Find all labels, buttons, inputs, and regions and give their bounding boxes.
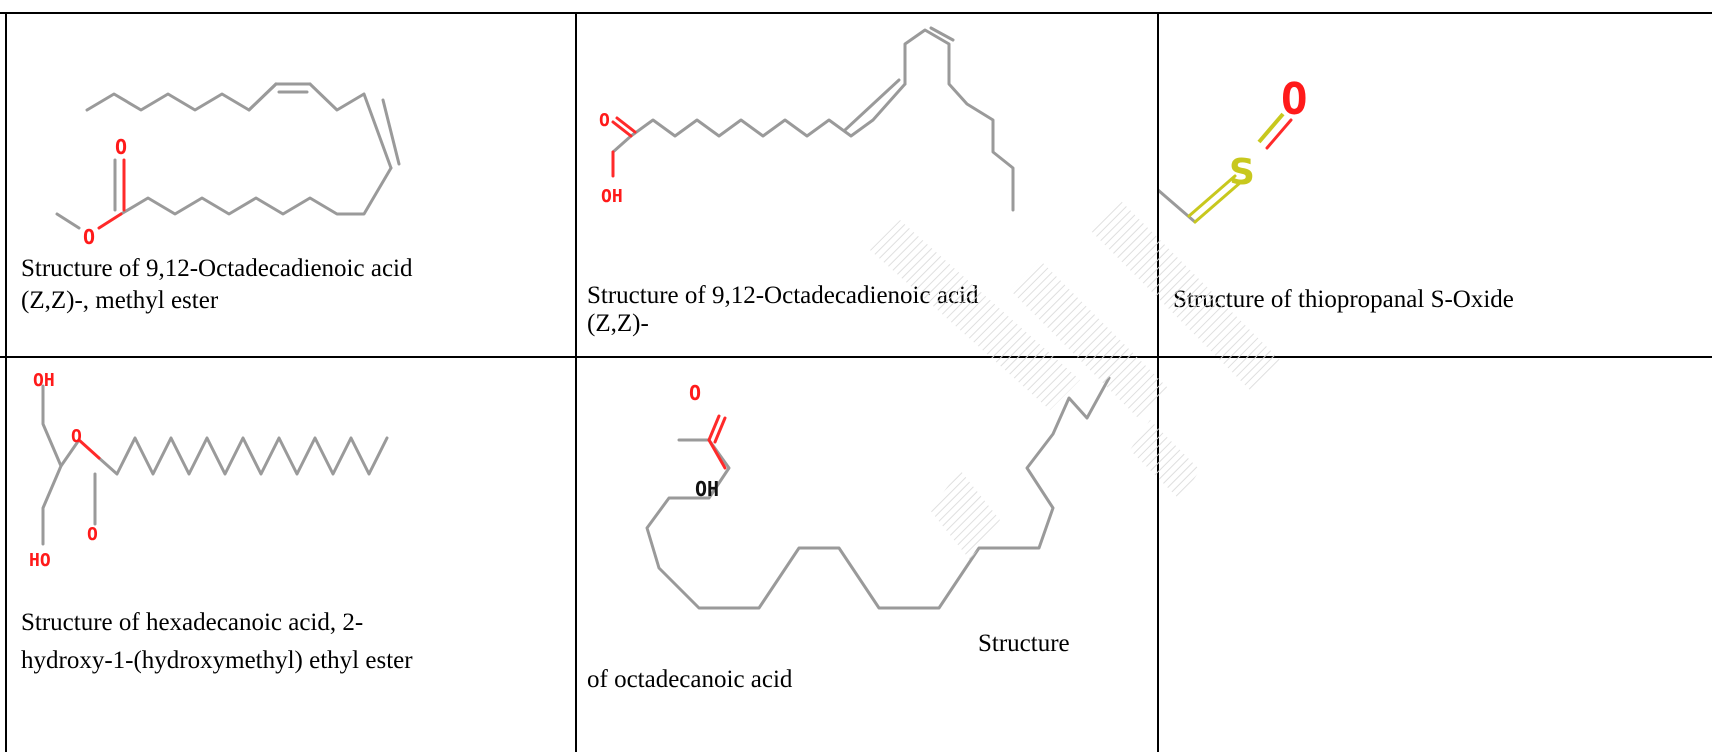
table-cell-methyl-linoleate: O O Structure of 9,12-Octadecadienoic ac… [7,14,575,356]
oxygen-atom-label: O [1281,74,1308,125]
cell-caption: Structure of 9,12-Octadecadienoic acid (… [21,253,413,317]
octadecanoic-acid-structure: O OH [645,376,1111,610]
table-row-divider [0,356,1712,358]
cell-caption: Structure of 9,12-Octadecadienoic acid (… [587,282,979,338]
oxygen-atom-label: O [689,381,701,405]
caption-line: Structure of thiopropanal S-Oxide [1173,286,1514,313]
table-cell-monopalmitin: OH O O HO Structure of hexadecanoic acid… [7,358,575,752]
hydroxyl-label: OH [695,477,719,501]
caption-line: Structure of 9,12-Octadecadienoic acid [587,282,979,309]
table-cell-octadecanoic-acid: O OH Structure of octadecanoic acid [577,358,1157,752]
table-border-left [5,12,7,752]
hydroxyl-label: OH [601,186,623,207]
oxygen-atom-label: O [87,524,98,545]
linoleic-acid-structure: O OH [599,26,1015,212]
caption-line: Structure of 9,12-Octadecadienoic acid [21,255,413,282]
monopalmitin-structure: OH O O HO [29,370,389,571]
table-cell-empty [1159,358,1712,752]
cell-caption: Structure of thiopropanal S-Oxide [1173,284,1514,316]
oxygen-atom-label: O [599,110,610,131]
caption-line: Structure of hexadecanoic acid, 2- [21,609,364,636]
cell-caption: Structure of octadecanoic acid [577,628,1157,752]
caption-line: Structure [978,630,1070,657]
sulfur-atom-label: S [1229,152,1255,193]
table-cell-linoleic-acid: O OH Structure of 9,12-Octadecadienoic a… [577,14,1157,356]
caption-line: hydroxy-1-(hydroxymethyl) ethyl ester [21,647,413,674]
hydroxyl-label: HO [29,550,51,571]
cell-caption: Structure of hexadecanoic acid, 2- hydro… [21,604,413,680]
hydroxyl-label: OH [33,370,55,391]
oxygen-atom-label: O [71,426,82,447]
caption-line: (Z,Z)-, methyl ester [21,287,219,314]
oxygen-atom-label: O [115,135,127,159]
table-border-top [0,12,1712,14]
caption-line: of octadecanoic acid [587,666,793,693]
table-cell-thiopropanal-s-oxide: S O Structure of thiopropanal S-Oxide [1159,14,1712,356]
methyl-linoleate-structure: O O [55,82,401,249]
table-column-divider [575,12,577,752]
oxygen-atom-label: O [83,225,95,249]
caption-line: (Z,Z)- [587,310,649,337]
